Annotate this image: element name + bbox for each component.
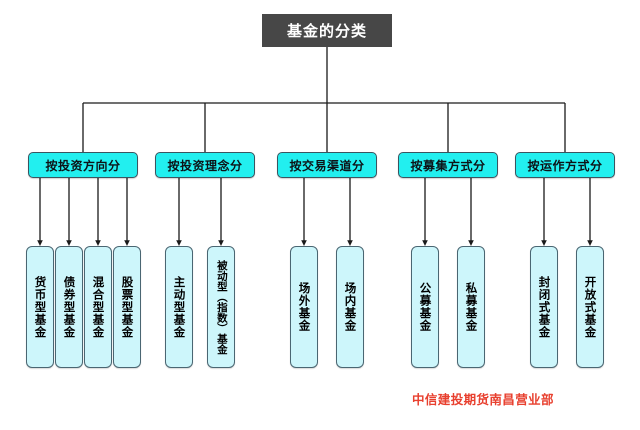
leaf-box-active-fund[interactable]: 主动型基金 xyxy=(165,246,193,368)
leaf-label: 封闭式基金 xyxy=(537,275,552,339)
leaf-box-open-end-fund[interactable]: 开放式基金 xyxy=(576,246,604,368)
leaf-box-exchange-traded-fund[interactable]: 场内基金 xyxy=(336,246,364,368)
category-box-trading-channel[interactable]: 按交易渠道分 xyxy=(277,152,377,178)
category-box-raising-method[interactable]: 按募集方式分 xyxy=(398,152,498,178)
leaf-label: 场外基金 xyxy=(297,282,312,332)
leaf-box-money-market-fund[interactable]: 货币型基金 xyxy=(26,246,54,368)
leaf-label: 开放式基金 xyxy=(583,275,598,339)
leaf-box-public-offering-fund[interactable]: 公募基金 xyxy=(411,246,439,368)
leaf-label: 被动型（指数）基金 xyxy=(215,259,228,355)
footer-branding: 中信建投期货南昌营业部 xyxy=(412,392,554,407)
diagram-title: 基金的分类 xyxy=(262,14,392,47)
leaf-label: 公募基金 xyxy=(418,282,433,332)
leaf-box-closed-end-fund[interactable]: 封闭式基金 xyxy=(530,246,558,368)
leaf-box-bond-fund[interactable]: 债券型基金 xyxy=(55,246,83,368)
leaf-box-otc-fund[interactable]: 场外基金 xyxy=(290,246,318,368)
leaf-label: 混合型基金 xyxy=(91,275,106,339)
leaf-box-hybrid-fund[interactable]: 混合型基金 xyxy=(84,246,112,368)
leaf-box-equity-fund[interactable]: 股票型基金 xyxy=(113,246,141,368)
leaf-label: 私募基金 xyxy=(464,282,479,332)
leaf-label: 债券型基金 xyxy=(62,275,77,339)
category-box-operation-method[interactable]: 按运作方式分 xyxy=(515,152,615,178)
leaf-label: 股票型基金 xyxy=(120,275,135,339)
leaf-label: 场内基金 xyxy=(343,282,358,332)
leaf-box-private-offering-fund[interactable]: 私募基金 xyxy=(457,246,485,368)
category-box-investment-direction[interactable]: 按投资方向分 xyxy=(28,152,138,178)
leaf-label: 主动型基金 xyxy=(172,275,187,339)
leaf-label: 货币型基金 xyxy=(33,275,48,339)
category-box-investment-philosophy[interactable]: 按投资理念分 xyxy=(155,152,255,178)
leaf-box-passive-index-fund[interactable]: 被动型（指数）基金 xyxy=(207,246,235,368)
